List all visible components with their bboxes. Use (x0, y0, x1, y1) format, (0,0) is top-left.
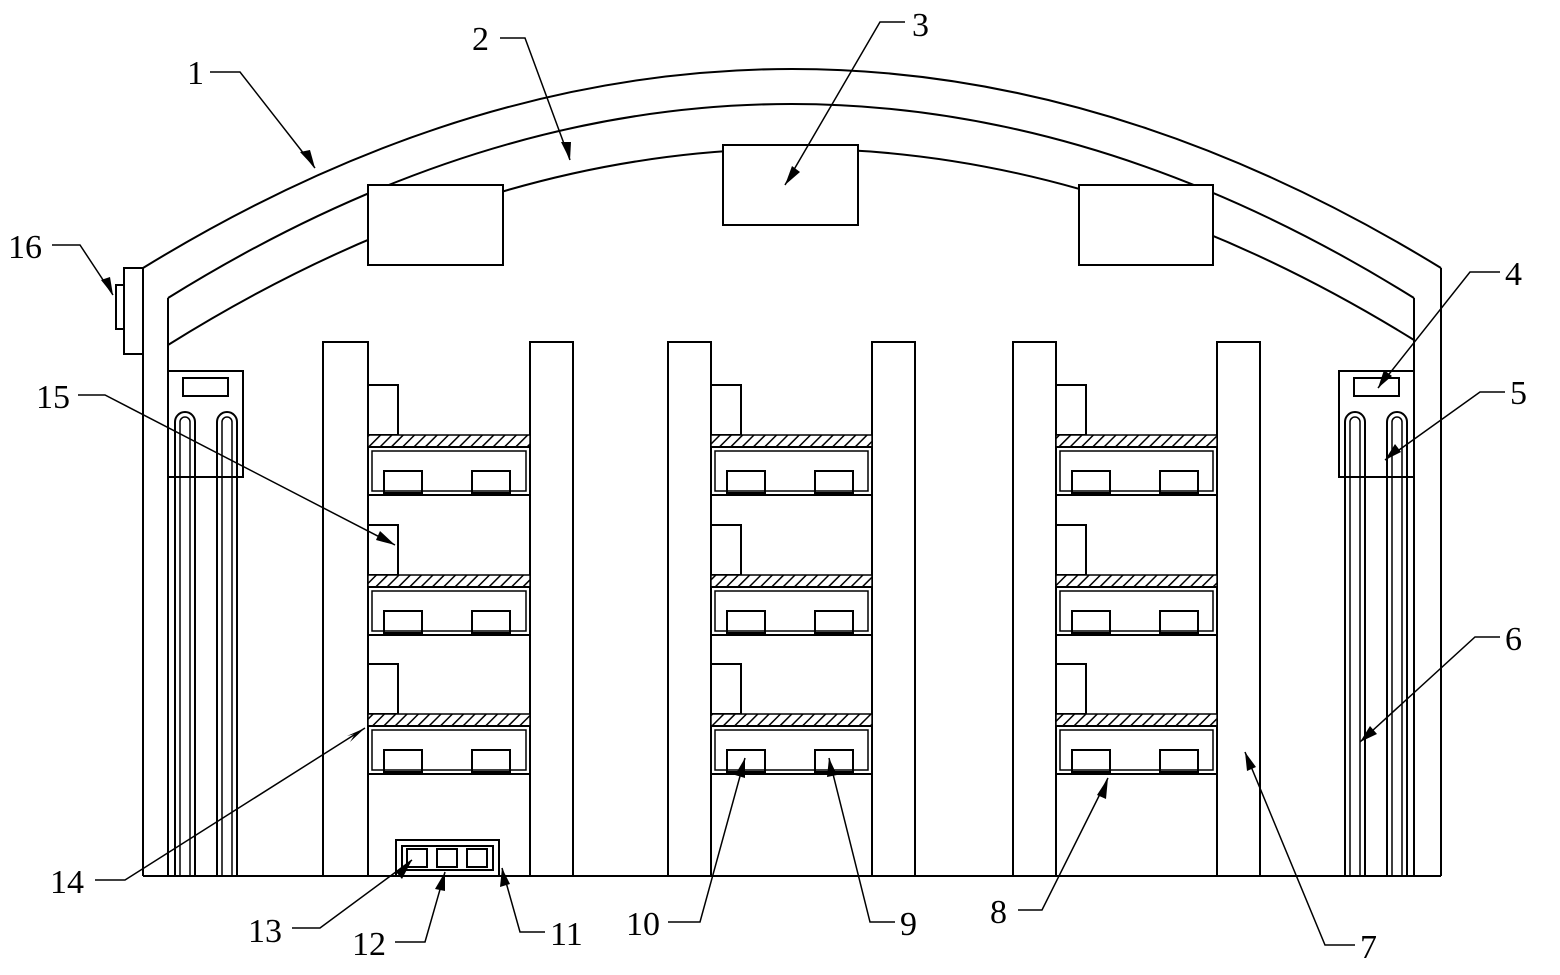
arrow-11 (500, 868, 510, 887)
rack-2-left-column (668, 342, 711, 876)
rack-2-tier-2-bracket (711, 525, 741, 575)
rack-1-tier-2-hatch-strip (368, 575, 530, 587)
rack-3-tier-3-bracket (1056, 664, 1086, 714)
rack-1-tier-3-bracket (368, 664, 398, 714)
rack-1-left-column (323, 342, 368, 876)
roof-fixture-right (1079, 185, 1213, 265)
label-13: 13 (248, 913, 282, 950)
label-4: 4 (1505, 256, 1522, 293)
right-pipe-1 (1345, 412, 1365, 876)
roof-fixture-left (368, 185, 503, 265)
rack-2-tier-1-bracket (711, 385, 741, 435)
leader-6 (1360, 637, 1500, 742)
right-pipe-2 (1387, 412, 1407, 876)
leader-12 (395, 872, 445, 942)
label-11: 11 (550, 916, 583, 953)
left-pipe-sensor (183, 378, 228, 396)
label-1: 1 (187, 55, 204, 92)
side-bracket (124, 268, 143, 354)
leader-5 (1385, 392, 1505, 460)
rack-1-tier-3-hatch-strip (368, 714, 530, 726)
leader-16 (52, 245, 113, 295)
left-pipe-2-inner (222, 417, 232, 876)
rack-3-right-column (1217, 342, 1260, 876)
rack-3-tier-1-bracket (1056, 385, 1086, 435)
rack-1-tier-1-hatch-strip (368, 435, 530, 447)
side-bracket-inner (116, 285, 124, 329)
leader-7 (1245, 752, 1355, 945)
left-pipe-1-inner (180, 417, 190, 876)
arrow-16 (101, 277, 113, 295)
left-pipe-1 (175, 412, 195, 876)
rack-2-tier-2-hatch-strip (711, 575, 872, 587)
right-pipe-1-inner (1350, 417, 1360, 876)
label-14: 14 (50, 864, 84, 901)
rack-3-left-column (1013, 342, 1056, 876)
arrow-1 (300, 150, 315, 168)
leader-1 (210, 72, 315, 168)
rack-2-tier-3-bracket (711, 664, 741, 714)
label-16: 16 (8, 229, 42, 266)
label-3: 3 (912, 7, 929, 44)
left-pipe-2 (217, 412, 237, 876)
roof-fixture-center (723, 145, 858, 225)
right-pipe-sensor (1354, 378, 1399, 396)
arrow-15 (376, 531, 395, 545)
label-7: 7 (1360, 929, 1377, 966)
rack-2-tier-1-hatch-strip (711, 435, 872, 447)
label-5: 5 (1510, 375, 1527, 412)
rack-3-tier-2-bracket (1056, 525, 1086, 575)
rack-2-tier-3-hatch-strip (711, 714, 872, 726)
rack-3-tier-2-hatch-strip (1056, 575, 1217, 587)
rack-1-tier-1-bracket (368, 385, 398, 435)
rack-1-tier-2-bracket (368, 525, 398, 575)
rack-2-right-column (872, 342, 915, 876)
label-6: 6 (1505, 621, 1522, 658)
leader-11 (502, 868, 545, 932)
rack-1-right-column (530, 342, 573, 876)
label-8: 8 (990, 894, 1007, 931)
label-12: 12 (352, 926, 386, 963)
label-10: 10 (626, 906, 660, 943)
right-pipe-2-inner (1392, 417, 1402, 876)
rack-3-tier-1-hatch-strip (1056, 435, 1217, 447)
leader-2 (500, 38, 570, 160)
label-9: 9 (900, 906, 917, 943)
rack-3-tier-3-hatch-strip (1056, 714, 1217, 726)
label-15: 15 (36, 379, 70, 416)
label-2: 2 (472, 21, 489, 58)
arrow-2 (561, 142, 571, 160)
shelf-group (368, 385, 1217, 774)
